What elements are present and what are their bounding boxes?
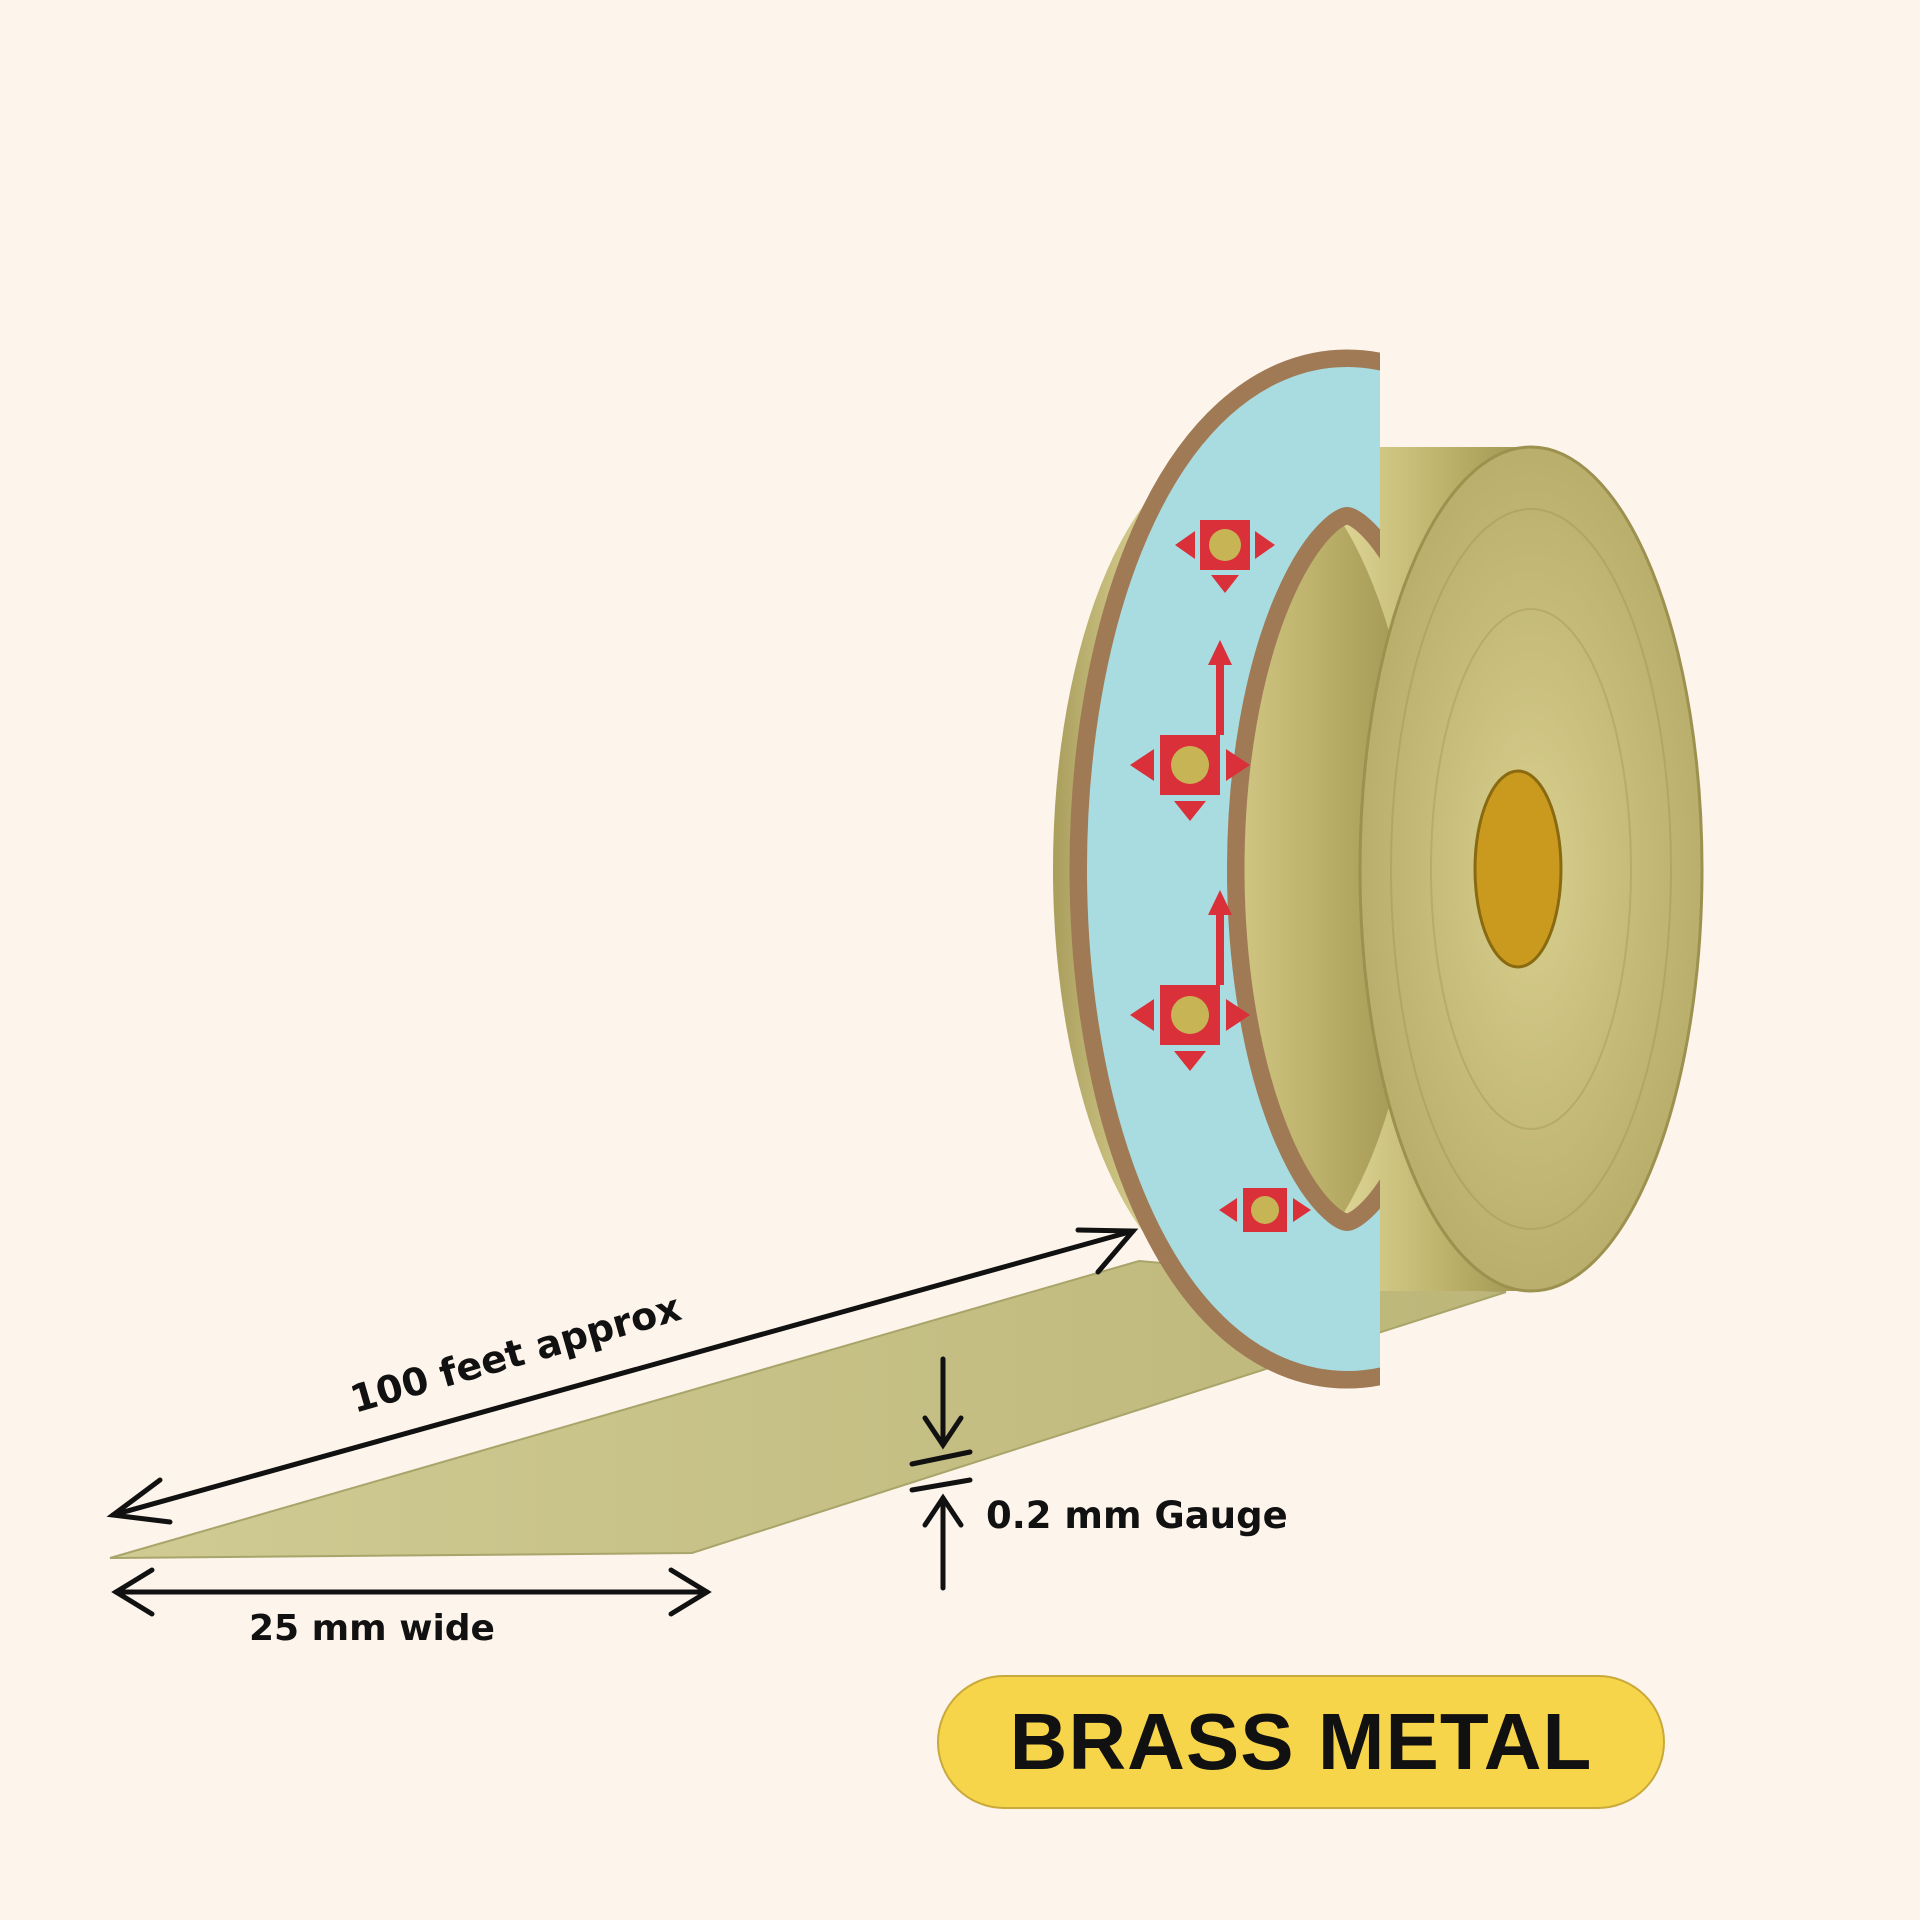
width-label: 25 mm wide	[249, 1608, 495, 1649]
printed-label-band	[1087, 367, 1380, 1371]
brass-strip	[109, 1259, 1507, 1559]
gauge-arrows	[909, 1356, 973, 1591]
roll-core-hole	[1473, 769, 1563, 969]
material-badge: BRASS METAL	[937, 1675, 1665, 1809]
material-badge-text: BRASS METAL	[1009, 1697, 1593, 1786]
vastu-vardan-logo	[1130, 520, 1311, 1232]
length-arrow	[106, 1227, 1139, 1525]
brass-roll	[1053, 349, 1704, 1389]
width-arrow	[111, 1567, 712, 1617]
gauge-label: 0.2 mm Gauge	[986, 1494, 1288, 1537]
